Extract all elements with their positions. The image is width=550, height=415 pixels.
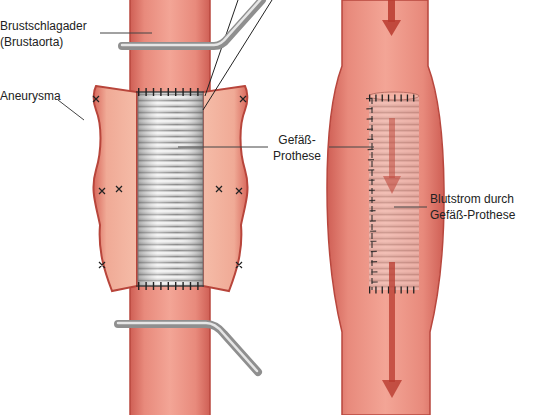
graft-shading (138, 92, 203, 286)
aorta (130, 0, 210, 415)
leader-line (58, 100, 84, 120)
flow-arrow (389, 118, 395, 178)
leader-line (329, 147, 374, 148)
suture-knots (93, 96, 246, 268)
part-label: Gefäß- Prothese (262, 132, 332, 164)
suture-stitches (369, 95, 419, 102)
clamp-highlight (118, 323, 257, 371)
suture-line (136, 92, 204, 93)
vascular-clamp (122, 0, 262, 46)
flow-arrow (389, 262, 395, 382)
vascular-graft (138, 92, 203, 286)
part-label: Aneurysma (0, 88, 70, 104)
vascular-clamp (118, 324, 258, 372)
suture-stitches (138, 88, 204, 96)
clamp-highlight (122, 0, 261, 45)
flow-arrowhead (383, 176, 401, 194)
leader-line (178, 147, 268, 148)
leader-line (394, 207, 427, 208)
suture-stitches (369, 98, 375, 290)
flow-arrowhead (382, 20, 401, 36)
suture-stitches (138, 282, 204, 290)
vascular-graft (369, 96, 419, 290)
flow-arrowhead (382, 380, 402, 398)
aorta-closed (327, 0, 444, 415)
flow-arrow (388, 0, 395, 22)
suture-thread (203, 0, 272, 110)
leader-line (100, 33, 152, 34)
part-label: Brustschlagader (Brustaorta) (0, 18, 100, 50)
graft-opening (369, 92, 419, 100)
suture-line (136, 286, 204, 287)
part-label: Blutstrom durch Gefäß-Prothese (430, 191, 542, 223)
